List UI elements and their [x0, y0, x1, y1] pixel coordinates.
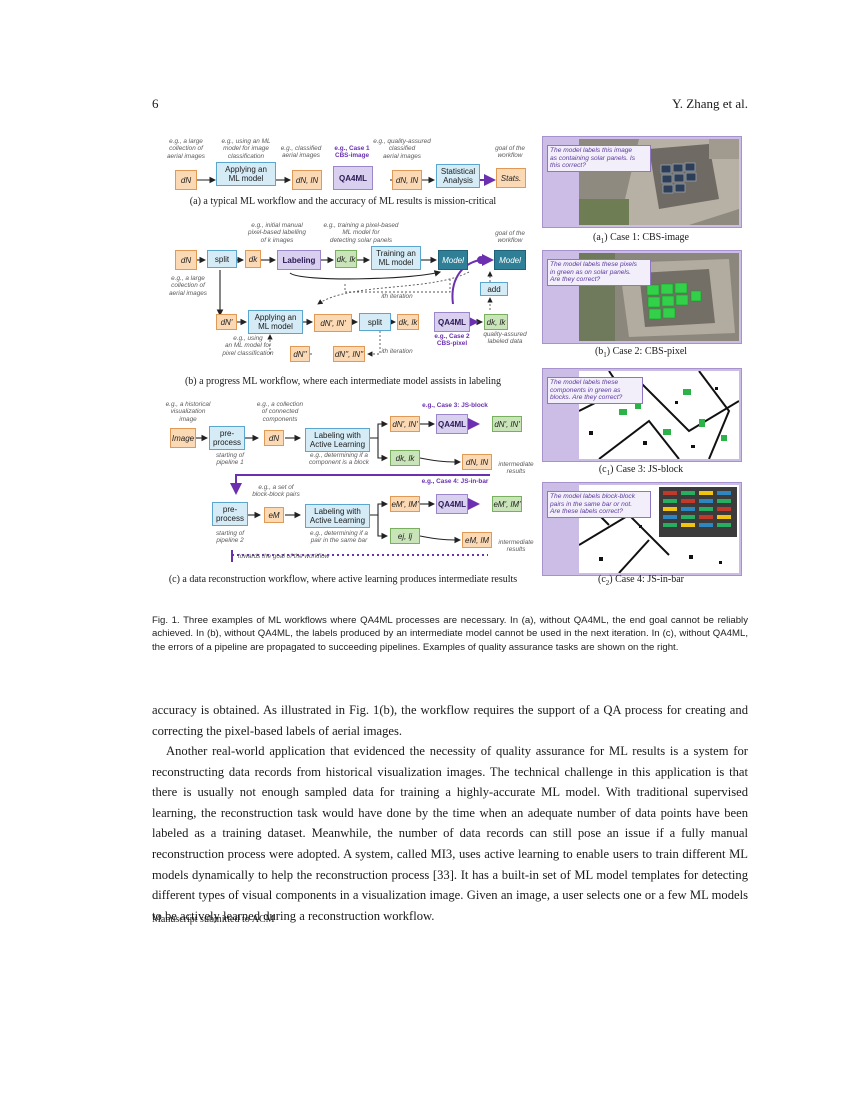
data-node: dk	[245, 250, 261, 268]
model-node: Model	[494, 250, 526, 270]
note-a4: e.g., quality-assured classified aerial …	[373, 138, 431, 160]
process-node: Applying an ML model	[248, 310, 303, 334]
qa-question-case1: The model labels this image as containin…	[547, 145, 651, 172]
note-a1: e.g., a large collection of aerial image…	[166, 138, 205, 160]
note-a-case: e.g., Case 1 CBS-image	[334, 145, 370, 160]
process-node: Applying an ML model	[216, 162, 276, 186]
case-panel-js-block: The model labels these components in gre…	[542, 368, 742, 462]
body-paragraph-1-text: accuracy is obtained. As illustrated in …	[152, 703, 748, 738]
running-head: Y. Zhang et al.	[672, 96, 748, 111]
aerial-image-labeled	[579, 253, 739, 341]
subcaption-a: (a) a typical ML workflow and the accura…	[189, 196, 497, 207]
note-c7: starting of pipeline 2	[215, 530, 245, 545]
qa-question-case3: The model labels these components in gre…	[547, 377, 643, 404]
note-a2: e.g., using an ML model for image classi…	[221, 138, 271, 160]
qa4ml-node: QA4ML	[434, 312, 470, 332]
note-c1: e.g., a historical visualization image	[165, 401, 211, 423]
data-node: dk, lk	[397, 314, 419, 330]
note-b5: e.g., using an ML model for pixel classi…	[222, 335, 274, 357]
figure-1: e.g., a large collection of aerial image…	[150, 132, 742, 592]
case-panel-js-in-bar: The model labels block-block pairs in th…	[542, 482, 742, 576]
data-node: dN	[175, 170, 197, 190]
data-node: dN'	[216, 314, 237, 330]
case-caption-4: (c2) Case 4: JS-in-bar	[598, 574, 684, 587]
data-node: dN, lN	[462, 454, 492, 470]
preprocess-node: pre- process	[212, 502, 248, 526]
note-c6: e.g., a set of block-block pairs	[252, 484, 300, 499]
case-panel-cbs-pixel: The model labels these pixels in green a…	[542, 250, 742, 344]
data-node: dk, lk	[484, 314, 508, 330]
split-node: split	[359, 313, 391, 331]
preprocess-node: pre- process	[209, 426, 245, 450]
case-caption-2: (b1) Case 2: CBS-pixel	[594, 346, 688, 359]
footer: Manuscript submitted to ACM	[152, 914, 275, 925]
figure-caption: Fig. 1. Three examples of ML workflows w…	[152, 615, 748, 653]
result-node: Stats.	[496, 168, 526, 188]
page-number: 6	[152, 96, 159, 111]
qa-question-case2: The model labels these pixels in green a…	[547, 259, 651, 286]
note-c-case4: e.g., Case 4: JS-in-bar	[421, 478, 489, 485]
data-node: eM', lM'	[390, 496, 420, 512]
note-c5: intermediate results	[498, 461, 534, 476]
add-node: add	[480, 282, 508, 296]
labeling-node: Labeling	[277, 250, 321, 270]
split-node: split	[207, 250, 237, 268]
note-b-case: e.g., Case 2 CBS-pixel	[434, 333, 470, 348]
workflow-connectors	[196, 174, 496, 562]
qa4ml-node: QA4ML	[436, 494, 468, 514]
data-node: dN, lN	[292, 170, 322, 190]
image-node: Image	[170, 428, 196, 448]
data-node: dN', lN'	[390, 416, 420, 432]
case-caption-1: (a1) Case 1: CBS-image	[593, 232, 689, 245]
case-panel-cbs-image: The model labels this image as containin…	[542, 136, 742, 228]
note-b-iter2: ith iteration	[381, 348, 413, 355]
historical-bar-image	[579, 485, 739, 573]
note-c2: e.g., a collection of connected componen…	[256, 401, 304, 423]
note-c10: towards the goal of the workflow	[238, 553, 330, 560]
active-learning-node: Labeling with Active Learning	[305, 504, 370, 528]
note-c-case3: e.g., Case 3: JS-block	[422, 402, 488, 409]
data-node: ej, lj	[390, 528, 420, 544]
note-c3: starting of pipeline 1	[215, 452, 245, 467]
data-node: dN	[175, 250, 197, 270]
data-node: dN', lN'	[492, 416, 522, 432]
data-node: dN	[264, 430, 284, 446]
data-node: eM', lM'	[492, 496, 522, 512]
note-b-iter1: ith iteration	[381, 293, 413, 300]
data-node: dN, lN	[392, 170, 422, 190]
note-b1: e.g., initial manual pixel-based labelli…	[248, 222, 306, 244]
note-c4: e.g., determining if a component is a bl…	[308, 452, 370, 467]
note-a3: e.g., classified aerial images	[280, 145, 322, 160]
data-node: eM	[264, 507, 284, 523]
subcaption-c: (c) a data reconstruction workflow, wher…	[168, 574, 518, 585]
note-c9: intermediate results	[498, 539, 534, 554]
note-b4: e.g., a large collection of aerial image…	[168, 275, 207, 297]
model-node: Model	[438, 250, 468, 270]
data-node: eM, lM	[462, 532, 492, 548]
data-node: dN'', lN''	[333, 346, 365, 362]
note-b2: e.g., training a pixel-based ML model fo…	[323, 222, 399, 244]
active-learning-node: Labeling with Active Learning	[305, 428, 370, 452]
data-node: dN', lN'	[314, 314, 352, 332]
qa4ml-node: QA4ML	[436, 414, 468, 434]
data-node: dk, lk	[335, 250, 357, 268]
qa-question-case4: The model labels block-block pairs in th…	[547, 491, 651, 518]
note-b3: goal of the workflow	[495, 230, 525, 245]
qa4ml-node: QA4ML	[333, 166, 373, 190]
data-node: dk, lk	[390, 450, 420, 466]
note-a5: goal of the workflow	[495, 145, 525, 160]
note-b6: quality-assured labeled data	[483, 331, 527, 346]
note-c8: e.g., determining if a pair in the same …	[310, 530, 368, 545]
process-node: Training an ML model	[371, 246, 421, 270]
body-paragraph-2: Another real-world application that evid…	[152, 744, 748, 923]
process-node: Statistical Analysis	[436, 164, 480, 188]
data-node: dN''	[290, 346, 310, 362]
body-paragraph-1: accuracy is obtained. As illustrated in …	[152, 700, 748, 741]
case-caption-3: (c1) Case 3: JS-block	[598, 464, 684, 477]
subcaption-b: (b) a progress ML workflow, where each i…	[184, 376, 502, 387]
